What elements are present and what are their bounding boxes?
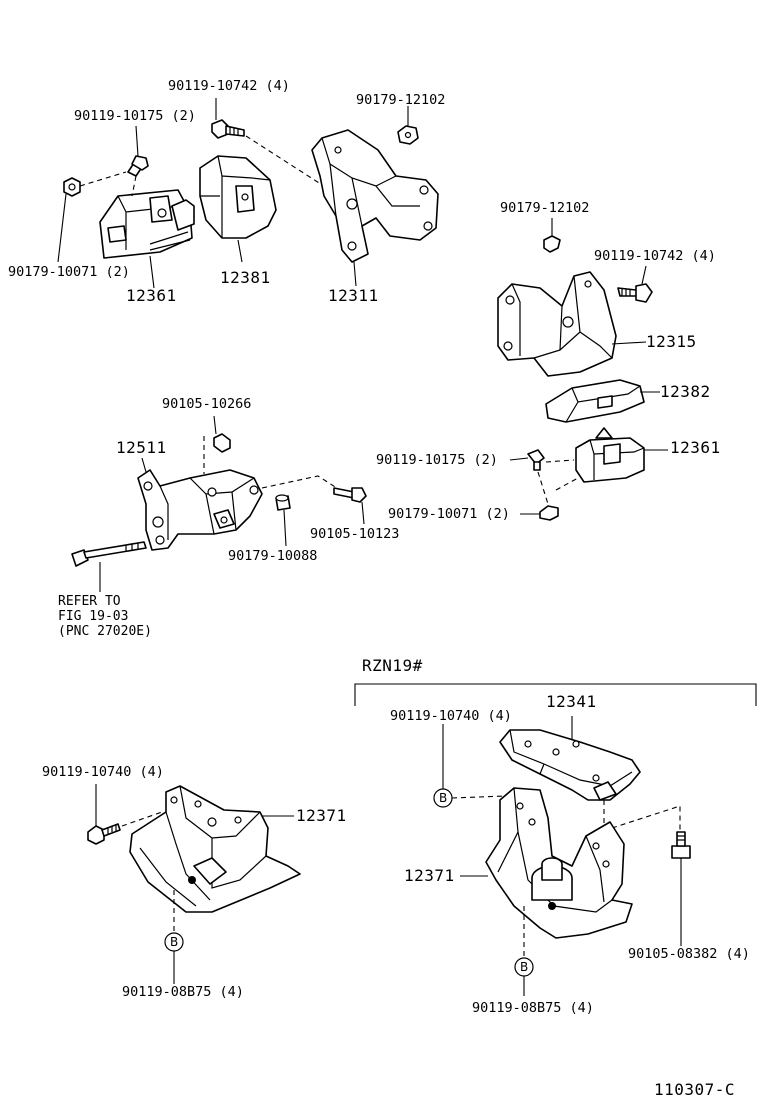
nut-90179-12102-top [397, 125, 419, 145]
bolt-90105-08382 [671, 831, 691, 859]
ref-b-circle-right-top: B [433, 788, 453, 808]
variant-bracket [354, 683, 757, 706]
engine-mount-insulator-top [99, 189, 195, 259]
nut-90179-10071-top [63, 177, 81, 197]
bolt-90119-10175-top [127, 155, 149, 177]
nut-90179-12102-right [543, 235, 561, 253]
label-90119-10742-right: 90119-10742 (4) [594, 248, 716, 264]
engine-mount-bracket-12315 [497, 271, 617, 377]
label-12341: 12341 [546, 692, 597, 711]
bolt-90119-10742-top [211, 119, 245, 139]
label-90119-10175-top: 90119-10175 (2) [74, 108, 196, 124]
label-12361-top: 12361 [126, 286, 177, 305]
label-90119-10740-left: 90119-10740 (4) [42, 764, 164, 780]
svg-text:B: B [170, 935, 178, 949]
bolt-90105-10123 [333, 487, 367, 503]
variant-label: RZN19# [362, 656, 423, 675]
refer-note-line1: REFER TO [58, 594, 121, 609]
svg-text:B: B [520, 960, 528, 974]
bolt-90105-10266 [213, 433, 231, 453]
label-90119-10742-top: 90119-10742 (4) [168, 78, 290, 94]
engine-mount-12371-left [129, 785, 301, 913]
figure-code: 110307-C [654, 1080, 736, 1099]
label-12381: 12381 [220, 268, 271, 287]
through-bolt [71, 541, 147, 567]
label-90179-10071-top: 90179-10071 (2) [8, 264, 130, 280]
svg-text:B: B [439, 791, 447, 805]
label-90119-10175-mid: 90119-10175 (2) [376, 452, 498, 468]
label-12361-right: 12361 [670, 438, 721, 457]
label-90105-10123: 90105-10123 [310, 526, 400, 542]
label-12371-left: 12371 [296, 806, 347, 825]
label-90179-10088: 90179-10088 [228, 548, 318, 564]
label-90119-10740-right: 90119-10740 (4) [390, 708, 512, 724]
label-12382: 12382 [660, 382, 711, 401]
label-90119-08B75-right: 90119-08B75 (4) [472, 1000, 594, 1016]
label-90179-10071-mid: 90179-10071 (2) [388, 506, 510, 522]
insulator-12381 [199, 155, 277, 239]
ref-b-circle-right-bottom: B [514, 957, 534, 977]
refer-note-line2: FIG 19-03 [58, 609, 129, 624]
bolt-90119-10742-right [617, 283, 653, 303]
label-12371-right: 12371 [404, 866, 455, 885]
label-12311: 12311 [328, 286, 379, 305]
ref-b-circle-left: B [164, 932, 184, 952]
label-90119-08B75-left: 90119-08B75 (4) [122, 984, 244, 1000]
label-90105-10266: 90105-10266 [162, 396, 252, 412]
label-12511: 12511 [116, 438, 167, 457]
mount-bracket-12511 [137, 469, 263, 551]
refer-note-line3: (PNC 27020E) [58, 624, 152, 639]
label-12315: 12315 [646, 332, 697, 351]
label-90105-08382: 90105-08382 (4) [628, 946, 750, 962]
label-90179-12102-right: 90179-12102 [500, 200, 590, 216]
bolt-90119-10740-left [87, 823, 121, 845]
insulator-12382 [545, 379, 645, 423]
engine-mount-insulator-right [575, 427, 645, 483]
engine-mount-12371-right [485, 787, 633, 939]
engine-mount-bracket-12311 [311, 129, 439, 263]
collar-90179-10088 [275, 494, 291, 511]
bolt-90119-10175-mid [527, 449, 545, 471]
nut-90179-10071-mid [539, 505, 559, 521]
label-90179-12102-top: 90179-12102 [356, 92, 446, 108]
engine-mount-plate-12341 [499, 729, 641, 801]
